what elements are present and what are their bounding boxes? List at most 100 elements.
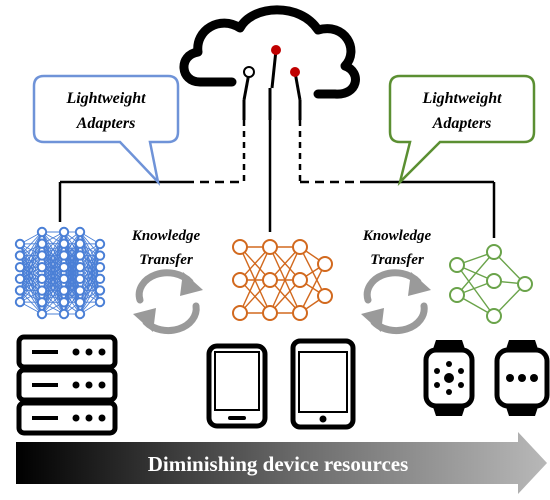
network-node [36,226,48,238]
cloud-switches [242,45,302,120]
gradient-arrow-shape [16,432,547,494]
cycle-arrows-right-icon [361,269,431,335]
network-node [292,272,308,288]
callout-right-line1: Lightweight [421,90,502,107]
network-node [449,287,465,303]
transfer-left-line1: Knowledge [131,228,201,244]
transfer-right-line2: Transfer [370,252,424,268]
network-node [58,297,70,308]
network-node [36,273,48,285]
transfer-left-line2: Transfer [139,252,193,268]
switch-open-dot [243,66,255,78]
network-node [74,285,86,296]
cycle-arrows-left-icon [133,269,203,335]
network-edge [63,231,81,268]
network-edge [239,246,271,314]
callout-left-border [32,74,180,186]
network-node [36,285,48,296]
network-node [74,250,86,261]
network-edge [41,266,65,315]
network-node [58,308,70,320]
arrow-label: Diminishing device resources [148,452,409,476]
network-node [74,308,86,320]
network-edge [41,290,65,315]
network-node [486,273,502,289]
network-node [317,288,333,304]
network-node [94,285,106,296]
network-edge [456,264,495,317]
network-node [58,238,70,249]
network-node [74,226,86,238]
network-edge [19,231,43,256]
network-node [292,239,308,255]
network-edge [456,251,495,296]
network-edge [41,231,65,268]
network-edge [63,278,81,315]
callout-left-line2: Adapters [76,115,136,132]
network-node [36,238,48,249]
network-node [14,238,26,250]
network-node [94,262,106,273]
network-edge [19,231,43,279]
network-node [36,297,48,308]
diminishing-resources-arrow: Diminishing device resources [16,432,547,494]
network-edge [41,231,65,280]
network-node [94,273,106,284]
callout-left-line1: Lightweight [65,90,146,107]
network-node [94,250,106,261]
switch-red-dot [271,45,281,55]
network-node [517,276,533,292]
network-edge [19,278,43,303]
medium-model-network [232,239,333,321]
transfer-right-line1: Knowledge [362,228,432,244]
cloud-icon [179,5,360,99]
network-node [14,296,26,308]
network-node [58,261,70,273]
network-node [486,244,502,260]
connection-lines [58,120,496,238]
network-node [14,250,26,261]
network-node [262,305,278,321]
network-edge [79,243,101,280]
callout-right: Lightweight Adapters [388,74,536,187]
network-edge [299,263,326,314]
network-edge [79,278,101,315]
network-edge [19,266,43,303]
network-node [74,297,86,308]
knowledge-transfer-right: Knowledge Transfer [362,228,432,268]
network-node [58,285,70,296]
smartwatch-icon [423,340,475,416]
callout-right-border [388,74,536,187]
network-node [74,273,86,285]
server-rack-icon [16,334,118,436]
network-node [232,239,248,255]
network-node [232,272,248,288]
network-node [14,285,26,296]
network-node [317,256,333,272]
network-node [94,238,106,250]
small-model-network [449,244,533,324]
network-node [94,296,106,308]
network-node [36,261,48,273]
large-model-network [14,226,106,320]
phone-icon [206,343,268,429]
network-node [262,272,278,288]
smartwatch-square-icon [494,340,550,416]
network-node [74,261,86,273]
callout-right-line2: Adapters [432,115,492,132]
network-node [74,238,86,249]
network-node [36,250,48,261]
network-node [449,257,465,273]
network-node [58,250,70,261]
network-node [14,273,26,284]
network-node [14,262,26,273]
network-node [486,308,502,324]
network-node [36,308,48,320]
tablet-icon [290,338,356,430]
network-node [262,239,278,255]
network-node [232,305,248,321]
network-edge [19,255,43,303]
callout-left: Lightweight Adapters [32,74,180,186]
